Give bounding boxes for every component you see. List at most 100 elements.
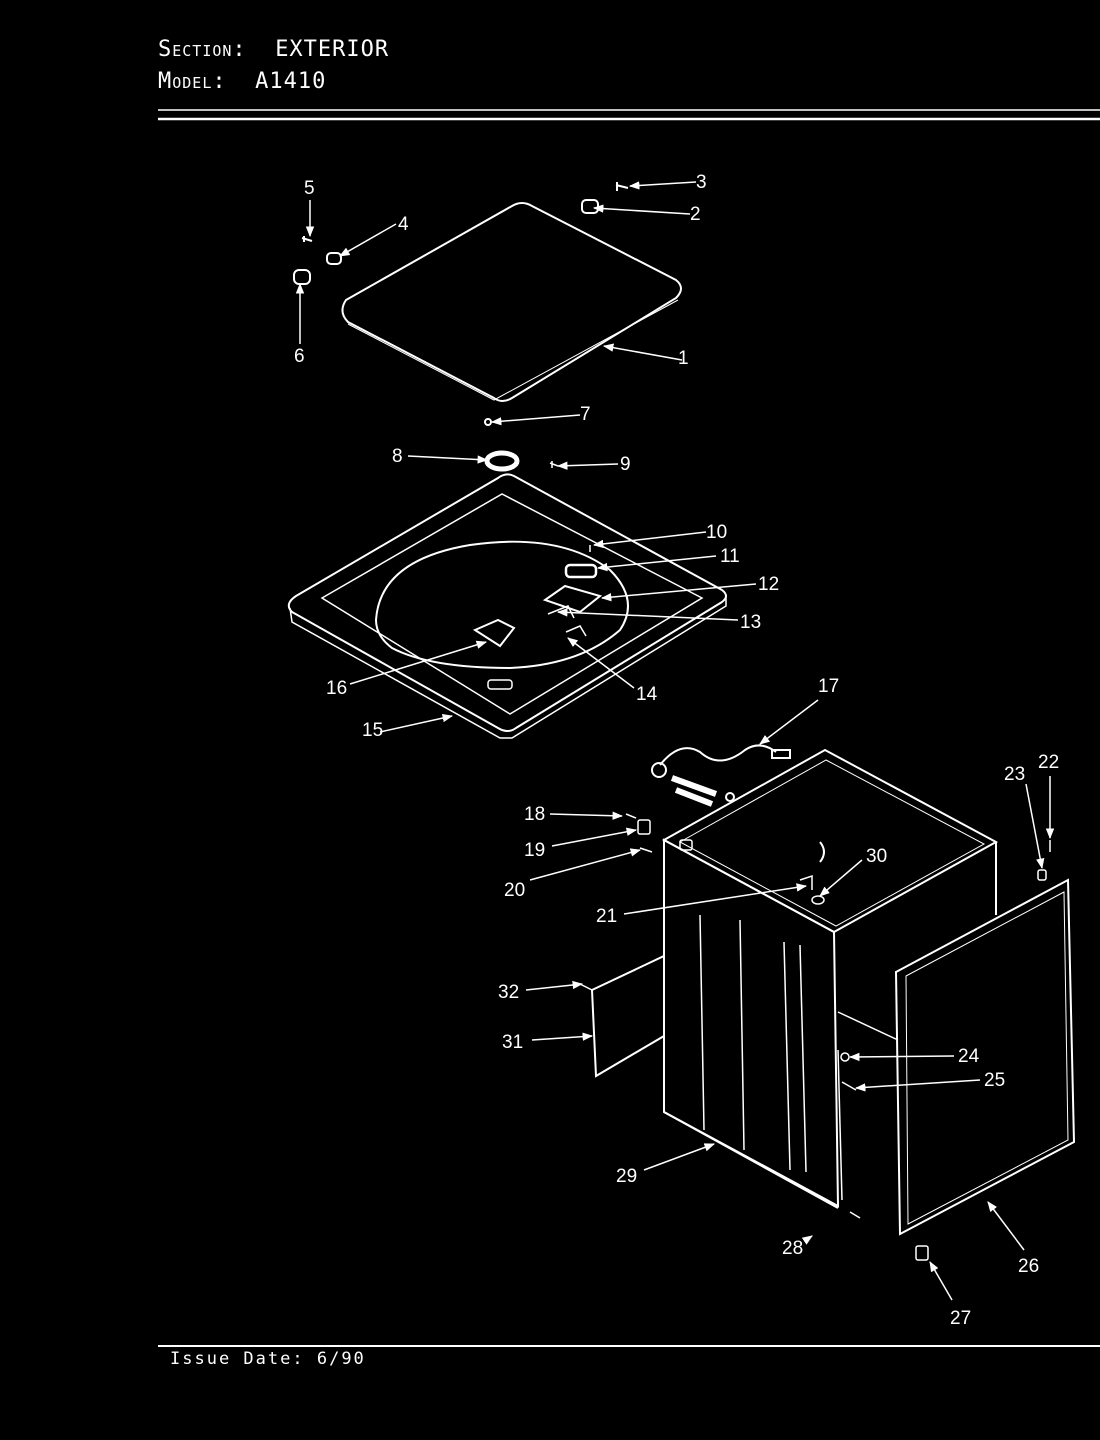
- top-vent: [487, 679, 513, 690]
- side-panel: [894, 878, 1076, 1236]
- top-panel-outline: [287, 473, 727, 732]
- callout-29: 29: [616, 1166, 637, 1187]
- lid-edge: [347, 299, 679, 401]
- callout-2: 2: [690, 204, 701, 225]
- cabinet-rib-1: [699, 914, 705, 1131]
- section-label: Section:: [158, 37, 247, 62]
- lid-panel: [341, 202, 682, 402]
- callout-19: 19: [524, 840, 545, 861]
- grommet-30: [811, 895, 825, 905]
- cabinet-rib-4: [799, 944, 807, 1173]
- bracket-19: [637, 819, 651, 835]
- screw-18: [625, 813, 637, 819]
- clip-20: [639, 847, 653, 853]
- callout-3: 3: [696, 172, 707, 193]
- callout-26: 26: [1018, 1256, 1039, 1277]
- callout-10: 10: [706, 522, 727, 543]
- access-panel-outline: [590, 954, 665, 1078]
- issue-date-label: Issue Date:: [170, 1349, 305, 1369]
- callout-16: 16: [326, 678, 347, 699]
- hinge-left: [293, 269, 311, 285]
- nut-24: [840, 1052, 850, 1062]
- hose-2: [674, 787, 714, 807]
- callout-9: 9: [620, 454, 631, 475]
- side-panel-inner: [905, 891, 1069, 1225]
- washer: [725, 792, 735, 802]
- clip-14: [565, 625, 587, 637]
- power-cord: [651, 744, 791, 807]
- cabinet-top-rim: [661, 748, 999, 934]
- section-line: Section: EXTERIOR: [158, 34, 389, 66]
- hinge-pin-4: [326, 252, 342, 265]
- callout-7: 7: [580, 404, 591, 425]
- callout-21: 21: [596, 906, 617, 927]
- cord-wire: [659, 744, 777, 766]
- callout-14: 14: [636, 684, 658, 705]
- callout-31: 31: [502, 1032, 523, 1053]
- hose-1: [670, 775, 718, 797]
- model-value: A1410: [255, 69, 327, 94]
- callout-8: 8: [392, 446, 403, 467]
- cord-strain-relief: [651, 762, 668, 778]
- corner-clip: [679, 839, 693, 851]
- callout-20: 20: [504, 880, 525, 901]
- screw-28: [849, 1211, 861, 1219]
- model-label: Model:: [158, 69, 227, 94]
- callout-22: 22: [1038, 752, 1059, 773]
- issue-date-value: 6/90: [316, 1349, 366, 1369]
- callout-32: 32: [498, 982, 519, 1003]
- screw-3: [615, 182, 629, 191]
- header-rules: [158, 109, 1100, 121]
- small-hardware: [625, 813, 1051, 1261]
- callout-23: 23: [1004, 764, 1025, 785]
- callout-4: 4: [398, 214, 409, 235]
- tub-opening: [374, 540, 629, 670]
- cabinet-rib-3: [783, 941, 791, 1171]
- callout-27: 27: [950, 1308, 971, 1329]
- callout-13: 13: [740, 612, 761, 633]
- bracket-21: [799, 874, 813, 890]
- lid-switch-bracket-12: [542, 584, 603, 614]
- actuator-13: [547, 605, 575, 619]
- callout-18: 18: [524, 804, 545, 825]
- callout-17: 17: [818, 676, 839, 697]
- top-panel-front-edge: [289, 596, 727, 739]
- cabinet-mark: [819, 841, 825, 863]
- callout-11: 11: [720, 546, 740, 567]
- lid-assembly: [293, 182, 682, 426]
- callout-12: 12: [758, 574, 779, 595]
- callout-24: 24: [958, 1046, 980, 1067]
- cabinet-side-opening: [837, 1011, 899, 1201]
- hinge-right: [581, 199, 599, 214]
- model-line: Model: A1410: [158, 66, 389, 98]
- callout-6: 6: [294, 346, 305, 367]
- cabinet-bottom-edge: [663, 1111, 839, 1209]
- screw-32: [579, 983, 593, 991]
- screw-9: [549, 461, 559, 468]
- callout-15: 15: [362, 720, 383, 741]
- callout-labels: 1 2 3 4 5 6 7 8 9 10 11 12 13 14 15 16 1…: [294, 172, 1059, 1329]
- gasket-8: [484, 450, 520, 472]
- lid-switch-11: [564, 563, 598, 579]
- screw-5: [301, 236, 313, 242]
- callout-30: 30: [866, 846, 887, 867]
- title-block: Section: EXTERIOR Model: A1410: [158, 34, 389, 98]
- clip-25: [841, 1081, 857, 1091]
- cabinet-rib-2: [739, 919, 745, 1151]
- section-value: EXTERIOR: [275, 37, 390, 62]
- callout-25: 25: [984, 1070, 1005, 1091]
- callout-28: 28: [782, 1238, 803, 1259]
- cabinet: [661, 748, 999, 1209]
- bumper-7: [484, 418, 492, 426]
- bleach-dispenser-16: [472, 618, 516, 648]
- footer: Issue Date: 6/90: [170, 1349, 366, 1369]
- foot-27: [915, 1245, 929, 1261]
- top-panel: [287, 450, 727, 739]
- callout-5: 5: [304, 178, 315, 199]
- top-panel-inner-rim: [320, 493, 704, 715]
- access-panel: [579, 954, 665, 1078]
- leader-lines: [295, 181, 1055, 1301]
- callout-1: 1: [678, 348, 689, 369]
- clip-23: [1037, 869, 1047, 881]
